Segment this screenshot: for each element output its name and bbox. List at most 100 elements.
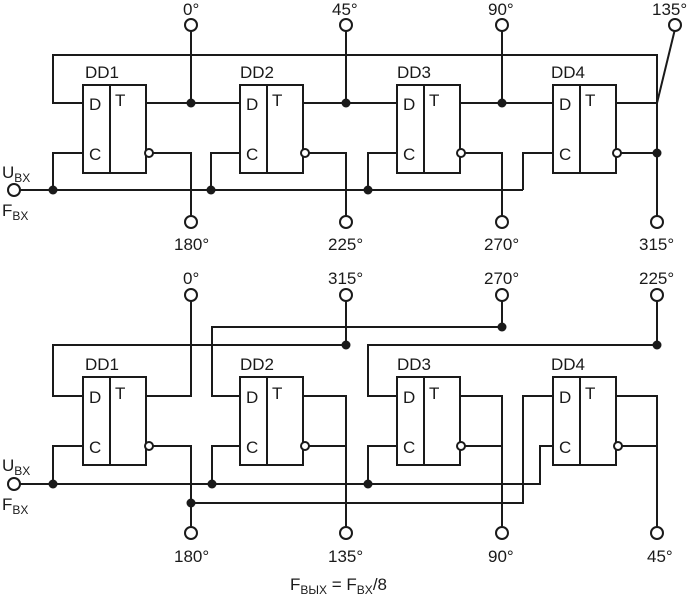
junction-dot [48, 185, 58, 195]
frequency-formula: FВЫХ = FBX/8 [290, 575, 387, 595]
output-terminal [495, 18, 509, 32]
pin-c: C [89, 145, 101, 164]
input-label-u: UBX [2, 456, 30, 478]
pin-t: T [272, 91, 282, 110]
output-label: 0° [183, 269, 199, 288]
pin-t: T [429, 384, 439, 403]
output-label: 225° [639, 269, 674, 288]
input-label-f: FBX [2, 201, 28, 223]
top-chip-dd1: DD1 D T C [82, 63, 154, 174]
output-terminal [650, 288, 664, 302]
output-terminal [650, 215, 664, 229]
chip-name: DD1 [85, 63, 119, 82]
pin-t: T [115, 384, 125, 403]
top-chip-dd3: DD3 D T C [396, 63, 466, 174]
pin-c: C [559, 145, 571, 164]
pin-d: D [246, 388, 258, 407]
output-label: 180° [174, 235, 209, 254]
chip-name: DD4 [551, 63, 585, 82]
pin-t: T [585, 91, 595, 110]
pin-t: T [272, 384, 282, 403]
output-terminal [339, 18, 353, 32]
input-terminal [7, 477, 21, 491]
output-terminal [339, 215, 353, 229]
pin-d: D [246, 95, 258, 114]
chip-name: DD3 [397, 63, 431, 82]
top-terminals [7, 18, 682, 229]
output-label: 315° [328, 269, 363, 288]
pin-d: D [403, 388, 415, 407]
bottom-chip-dd3: DD3 D T C [396, 355, 466, 466]
pin-c: C [246, 145, 258, 164]
output-terminal [495, 526, 509, 540]
pin-t: T [585, 384, 595, 403]
pin-t: T [429, 91, 439, 110]
output-label: 315° [639, 235, 674, 254]
output-terminal [668, 18, 682, 32]
output-terminal [184, 18, 198, 32]
pin-d: D [89, 95, 101, 114]
junction-dot [207, 479, 217, 489]
output-terminal [495, 215, 509, 229]
pin-t: T [115, 91, 125, 110]
output-label: 0° [183, 0, 199, 19]
bottom-junctions [48, 322, 662, 508]
chip-name: DD3 [397, 355, 431, 374]
top-chip-dd2: DD2 D T C [239, 63, 310, 174]
junction-dot [206, 185, 216, 195]
output-terminal [184, 288, 198, 302]
pin-c: C [559, 438, 571, 457]
output-label: 45° [332, 0, 358, 19]
input-label-u: UBX [2, 163, 30, 185]
pin-d: D [89, 388, 101, 407]
chip-name: DD4 [551, 355, 585, 374]
output-label: 135° [328, 547, 363, 566]
top-junctions [48, 98, 662, 195]
pin-d: D [559, 388, 571, 407]
junction-dot [186, 98, 196, 108]
output-label: 45° [647, 547, 673, 566]
output-terminal [184, 526, 198, 540]
chip-name: DD2 [240, 355, 274, 374]
junction-dot [497, 98, 507, 108]
chip-name: DD2 [240, 63, 274, 82]
junction-dot [48, 479, 58, 489]
bottom-wires [20, 300, 658, 528]
output-label: 270° [484, 235, 519, 254]
top-circuit: DD1 D T C DD2 D T C DD3 D T C DD4 [2, 0, 687, 254]
pin-c: C [246, 438, 258, 457]
output-label: 135° [652, 0, 687, 19]
junction-dot [652, 148, 662, 158]
output-label: 225° [328, 235, 363, 254]
pin-d: D [559, 95, 571, 114]
bottom-chip-dd2: DD2 D T C [239, 355, 310, 466]
chip-name: DD1 [85, 355, 119, 374]
pin-c: C [403, 438, 415, 457]
input-label-f: FBX [2, 495, 28, 517]
output-label: 90° [488, 0, 514, 19]
junction-dot [363, 479, 373, 489]
junction-dot [341, 340, 351, 350]
bottom-circuit: DD1 D T C DD2 D T C DD3 D T C DD4 [2, 269, 674, 566]
output-terminal [339, 526, 353, 540]
pin-d: D [403, 95, 415, 114]
top-chip-dd4: DD4 D T C [551, 63, 622, 174]
output-label: 180° [174, 547, 209, 566]
junction-dot [363, 185, 373, 195]
output-terminal [339, 288, 353, 302]
input-terminal [7, 183, 21, 197]
output-label: 270° [484, 269, 519, 288]
pin-c: C [403, 145, 415, 164]
output-label: 90° [488, 547, 514, 566]
junction-dot [652, 340, 662, 350]
junction-dot [497, 322, 507, 332]
output-terminal [650, 526, 664, 540]
output-terminal [184, 215, 198, 229]
bottom-chip-dd4: DD4 D T C [551, 355, 623, 466]
junction-dot [186, 498, 196, 508]
pin-c: C [89, 438, 101, 457]
output-terminal [495, 288, 509, 302]
top-wires [20, 28, 676, 217]
bottom-terminals [7, 288, 664, 540]
